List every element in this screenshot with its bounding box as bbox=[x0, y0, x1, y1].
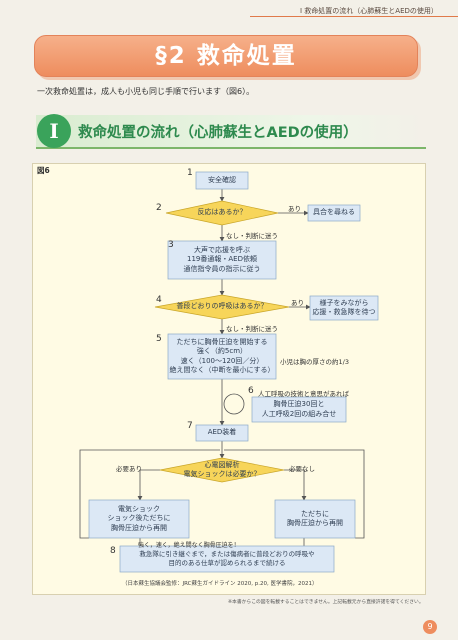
box-step5 bbox=[167, 333, 277, 380]
shock-text: 電気ショック ショック後ただちに 胸骨圧迫から再開 bbox=[107, 504, 171, 532]
box-shock bbox=[88, 499, 190, 539]
step6-text: 胸骨圧迫30回と 人工呼吸2回の組み合せ bbox=[261, 400, 337, 418]
heading-numeral: Ⅰ bbox=[37, 114, 71, 148]
loop-left bbox=[79, 449, 220, 539]
label-no2: なし・判断に迷う bbox=[226, 325, 278, 333]
arrow-need bbox=[137, 469, 160, 501]
box-step7 bbox=[195, 424, 249, 442]
box-step3 bbox=[167, 240, 277, 280]
child-note: 小児は胸の厚さの約1/3 bbox=[280, 358, 349, 366]
noshock-text: ただちに 胸骨圧迫から再開 bbox=[287, 509, 343, 527]
label-no1: なし・判断に迷う bbox=[226, 232, 278, 240]
step-number-4: 4 bbox=[156, 295, 162, 305]
step5-text: ただちに胸骨圧迫を開始する 強く（約5cm） 速く（100～120回／分） 絶え… bbox=[169, 337, 275, 374]
step-number-2: 2 bbox=[156, 203, 162, 213]
figure-label: 図6 bbox=[37, 166, 50, 175]
step3-text: 大声で応援を呼ぶ 119番通報・AED依頼 通信指令員の指示に従う bbox=[183, 245, 261, 273]
label-noneed: 必要なし bbox=[289, 465, 315, 473]
loop-right bbox=[224, 449, 365, 539]
section-title: §2 救命処置 bbox=[155, 43, 297, 69]
step-number-5: 5 bbox=[156, 334, 162, 344]
step-number-8: 8 bbox=[110, 546, 116, 556]
box-step1 bbox=[195, 171, 249, 190]
heading-bar bbox=[36, 115, 426, 149]
box-step8 bbox=[119, 545, 335, 573]
box-noshock bbox=[274, 499, 356, 539]
diamond-step2 bbox=[165, 200, 279, 226]
step-number-7: 7 bbox=[187, 421, 193, 431]
label-yes1: あり bbox=[288, 205, 301, 213]
step2-text: 反応はあるか？ bbox=[197, 208, 247, 217]
box-step6 bbox=[251, 396, 347, 423]
figure-citation: （日本蘇生協議会監修：JRC蘇生ガイドライン 2020, p.20, 医学書院，… bbox=[122, 581, 318, 587]
box-right1 bbox=[307, 204, 361, 222]
step7-text: AED装着 bbox=[207, 428, 237, 437]
box-right2 bbox=[309, 295, 379, 321]
diamond-ecg bbox=[159, 457, 285, 483]
cpr-loop bbox=[223, 393, 245, 415]
step6-caption: 人工呼吸の技術と意思があれば bbox=[258, 390, 349, 398]
label-need: 必要あり bbox=[116, 465, 142, 473]
step-number-3: 3 bbox=[168, 240, 174, 250]
continue-label: 強く，速く，絶え間なく胸骨圧迫を！ bbox=[138, 542, 240, 549]
diamond-step4 bbox=[154, 294, 290, 320]
footnote: ※本書からこの図を転載することはできません。上記転載元から直接許諾を得てください… bbox=[228, 600, 424, 605]
arrow-noneed bbox=[284, 469, 307, 501]
heading-title: 救命処置の流れ（心肺蘇生とAEDの使用） bbox=[78, 125, 358, 141]
right2-text: 様子をみながら 応援・救急隊を待つ bbox=[312, 298, 376, 316]
page-number: 9 bbox=[423, 620, 437, 634]
step4-text: 普段どおりの呼吸はあるか？ bbox=[176, 302, 268, 311]
intro-text: 一次救命処置は，成人も小児も同じ手順で行います（図6）。 bbox=[37, 87, 255, 96]
header-rule bbox=[250, 16, 458, 17]
step1-text: 安全確認 bbox=[208, 175, 236, 184]
running-head: Ⅰ 救命処置の流れ（心肺蘇生とAEDの使用） bbox=[300, 7, 438, 15]
step-number-6: 6 bbox=[248, 386, 254, 396]
section-banner bbox=[34, 35, 418, 77]
ecg-text: 心電図解析 電気ショックは必要か？ bbox=[183, 460, 261, 478]
step8-text: 救急隊に引き継ぐまで，または傷病者に普段どおりの呼吸や 目的のある仕草が認められ… bbox=[139, 550, 315, 567]
right1-text: 具合を尋ねる bbox=[313, 208, 355, 217]
label-yes2: あり bbox=[291, 299, 304, 307]
step-number-1: 1 bbox=[187, 168, 193, 178]
